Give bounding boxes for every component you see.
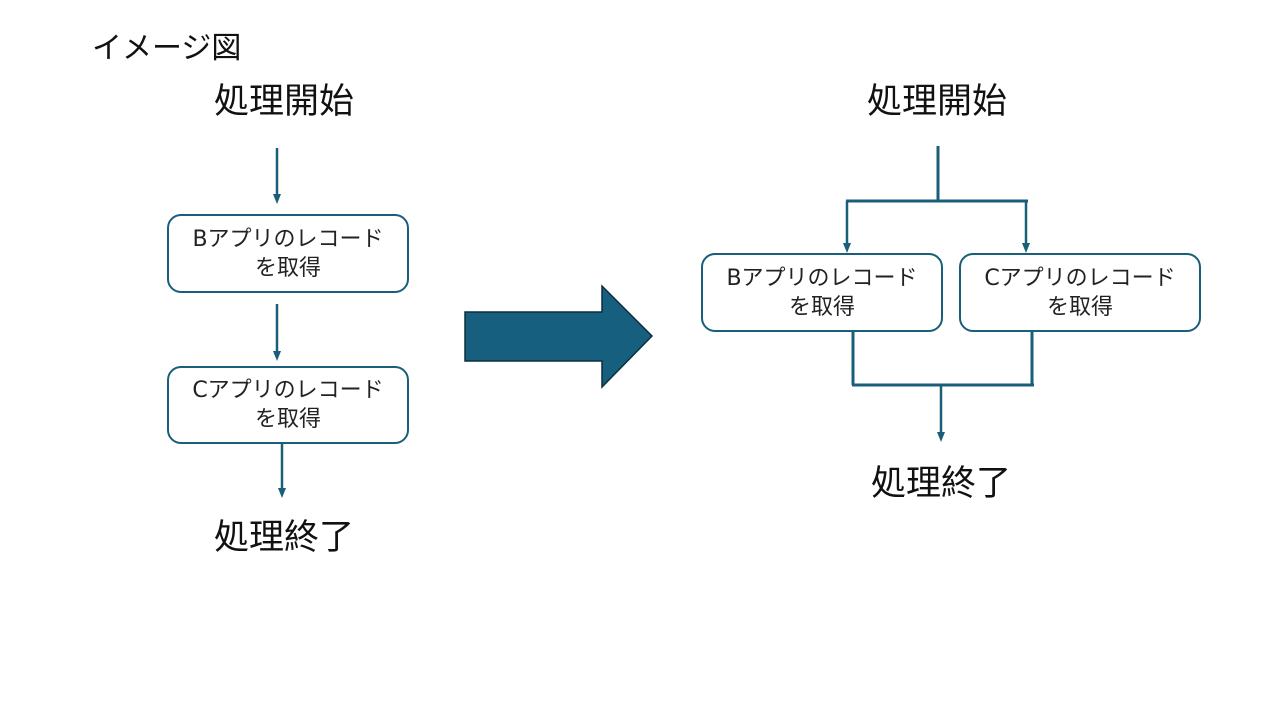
- after-start-label: 処理開始: [866, 82, 1007, 122]
- after-end-label: 処理終了: [870, 464, 1011, 504]
- after-step-c-box: Cアプリのレコード を取得: [959, 253, 1201, 332]
- after-step-c-line1: Cアプリのレコード: [984, 265, 1176, 291]
- before-step-b-line2: を取得: [254, 255, 321, 281]
- before-step-b-line1: Bアプリのレコード: [192, 226, 384, 252]
- after-step-b-line2: を取得: [788, 294, 855, 320]
- before-end-label: 処理終了: [213, 518, 354, 558]
- before-start-label: 処理開始: [213, 82, 354, 122]
- after-step-b-line1: Bアプリのレコード: [726, 265, 918, 291]
- before-step-c-box: Cアプリのレコード を取得: [167, 366, 409, 444]
- before-step-c-line1: Cアプリのレコード: [192, 378, 384, 403]
- before-step-c-line2: を取得: [254, 407, 321, 432]
- after-step-c-line2: を取得: [1046, 294, 1113, 320]
- before-step-b-box: Bアプリのレコード を取得: [167, 214, 409, 293]
- transition-arrow: [464, 284, 654, 389]
- after-step-b-box: Bアプリのレコード を取得: [701, 253, 943, 332]
- page-title: イメージ図: [92, 31, 242, 66]
